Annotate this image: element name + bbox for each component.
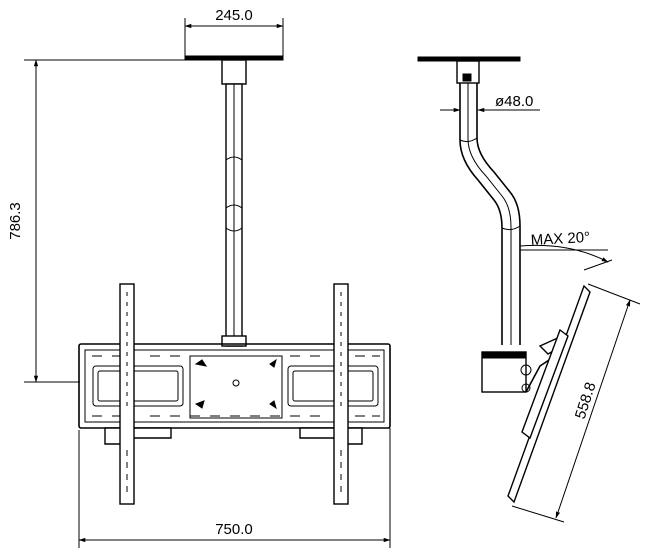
ceiling-plate-collar	[221, 59, 247, 85]
tilt-head	[481, 335, 567, 393]
dim-label-total-height: 786.3	[7, 202, 24, 240]
dim-bracket-width: 750.0	[78, 428, 391, 548]
wall-plate	[78, 343, 391, 429]
front-pole	[221, 83, 247, 347]
dim-total-height: 786.3	[7, 59, 215, 383]
side-pole	[459, 83, 521, 345]
dim-label-pole-diameter: ø48.0	[495, 93, 533, 110]
left-window	[92, 365, 184, 407]
center-adapter	[189, 355, 283, 419]
dim-label-top-plate: 245.0	[215, 7, 253, 24]
lower-tabs	[104, 427, 363, 445]
dim-label-bracket-width: 750.0	[215, 521, 253, 538]
dim-tilt: MAX 20°	[519, 229, 613, 271]
dim-pole-diameter: ø48.0	[440, 93, 540, 113]
right-window	[287, 365, 379, 407]
dim-label-tilt: MAX 20°	[530, 229, 590, 249]
dim-top-plate-width: 245.0	[184, 7, 284, 58]
front-view: 245.0 786.3	[7, 7, 391, 548]
right-arm	[333, 283, 349, 505]
side-view: ø48.0 MAX 20°	[417, 56, 641, 523]
left-arm	[119, 283, 135, 505]
